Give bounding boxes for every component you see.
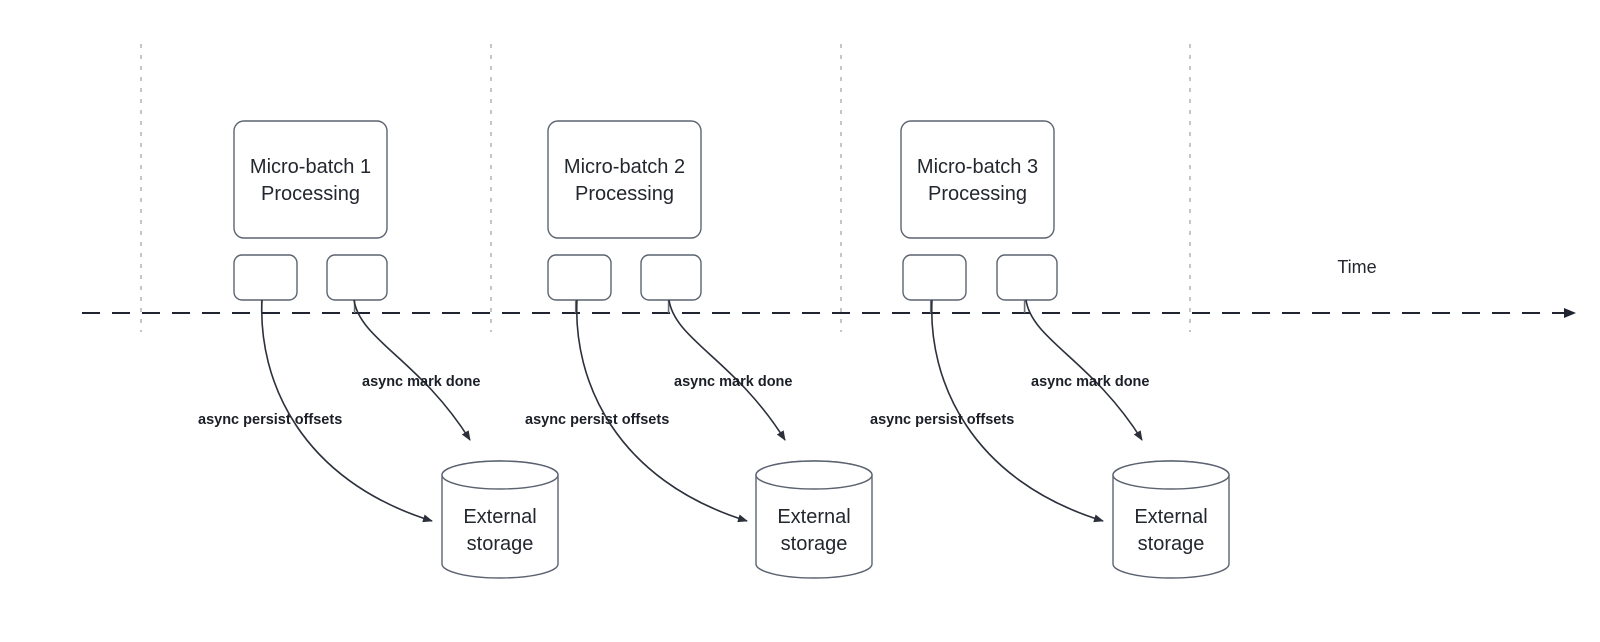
micro-batch-label-line1-3: Micro-batch 3 — [917, 156, 1038, 178]
micro-batch-box-2[interactable] — [547, 120, 702, 239]
persist-offsets-2-curve — [575, 299, 748, 523]
mark-done-1-curve — [353, 299, 471, 441]
micro-batch-label-line2-3: Processing — [928, 183, 1027, 205]
offset-task-1[interactable] — [233, 254, 298, 301]
external-storage-label-line1-3: External — [1134, 506, 1207, 528]
mark-done-3-curve — [1025, 299, 1143, 441]
persist-offsets-3-label: async persist offsets — [870, 412, 1014, 428]
external-storage-label-line2-2: storage — [781, 533, 848, 555]
persist-offsets-1-curve — [260, 299, 433, 523]
micro-batch-box-1[interactable] — [233, 120, 388, 239]
offset-task-3[interactable] — [902, 254, 967, 301]
external-storage-cylinder-top-2 — [755, 460, 873, 490]
mark-done-2-label: async mark done — [674, 374, 792, 390]
micro-batch-label-line1-2: Micro-batch 2 — [564, 156, 685, 178]
external-storage-label-line2-3: storage — [1138, 533, 1205, 555]
external-storage-label-line2-1: storage — [467, 533, 534, 555]
mark-task-3[interactable] — [996, 254, 1058, 301]
mark-task-1[interactable] — [326, 254, 388, 301]
mark-done-2-curve — [668, 299, 786, 441]
mark-task-2[interactable] — [640, 254, 702, 301]
timeline-axis-group: Time — [82, 257, 1576, 318]
offset-task-2[interactable] — [547, 254, 612, 301]
external-storage-label-line1-2: External — [777, 506, 850, 528]
micro-batch-label-line1-1: Micro-batch 1 — [250, 156, 371, 178]
external-storage-label-line1-1: External — [463, 506, 536, 528]
external-storage-cylinder-top-3 — [1112, 460, 1230, 490]
timeline-tick-group — [140, 44, 1191, 332]
persist-offsets-1-label: async persist offsets — [198, 412, 342, 428]
mark-done-3-label: async mark done — [1031, 374, 1149, 390]
time-axis-label: Time — [1337, 257, 1376, 277]
persist-offsets-2-label: async persist offsets — [525, 412, 669, 428]
micro-batch-box-3[interactable] — [900, 120, 1055, 239]
micro-batch-label-line2-1: Processing — [261, 183, 360, 205]
micro-batch-label-line2-2: Processing — [575, 183, 674, 205]
mark-done-1-label: async mark done — [362, 374, 480, 390]
external-storage-cylinder-top-1 — [441, 460, 559, 490]
persist-offsets-3-curve — [930, 299, 1104, 523]
